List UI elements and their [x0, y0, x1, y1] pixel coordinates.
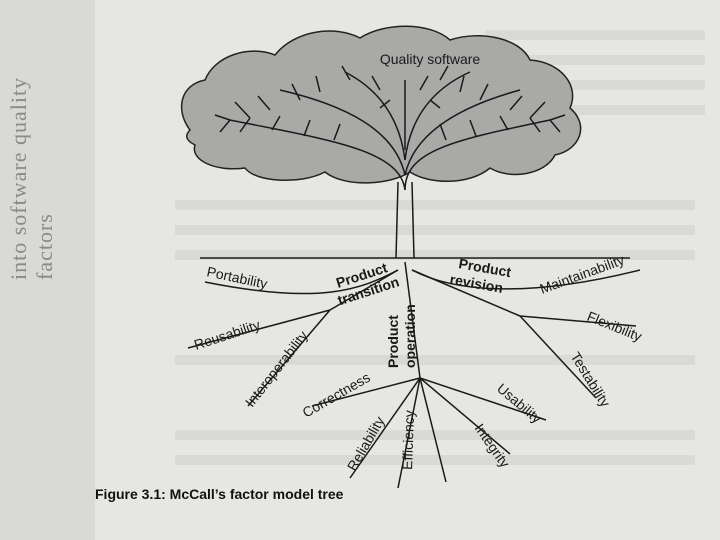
- canopy-branches: [214, 65, 566, 191]
- figure-caption: Figure 3.1: McCall’s factor model tree: [95, 486, 344, 502]
- factor-usability: Usability: [494, 380, 545, 426]
- factor-correctness: Correctness: [300, 369, 373, 421]
- category-product-transition: Product transition: [330, 257, 401, 308]
- factor-interoperability: Interoperability: [242, 328, 311, 410]
- factor-testability: Testability: [567, 349, 613, 410]
- tree-canopy: [180, 25, 582, 184]
- factor-reliability: Reliability: [344, 414, 388, 474]
- diagram-title: Quality software: [380, 51, 481, 67]
- tree-trunk: [395, 181, 415, 259]
- factor-efficiency: Efficiency: [399, 410, 417, 470]
- factor-reusability: Reusability: [192, 316, 262, 352]
- category-line: Product: [385, 315, 401, 368]
- category-product-operation: Product operation: [385, 304, 418, 368]
- category-line: operation: [402, 304, 418, 368]
- svg-text:Product revision: Product revision: [449, 254, 517, 297]
- svg-text:Product transition: Product transition: [330, 257, 401, 308]
- factor-flexibility: Flexibility: [585, 308, 644, 344]
- svg-text:Product operation: Product operation: [385, 304, 418, 368]
- roots: [187, 261, 641, 489]
- category-product-revision: Product revision: [449, 254, 517, 297]
- factor-integrity: Integrity: [472, 421, 514, 471]
